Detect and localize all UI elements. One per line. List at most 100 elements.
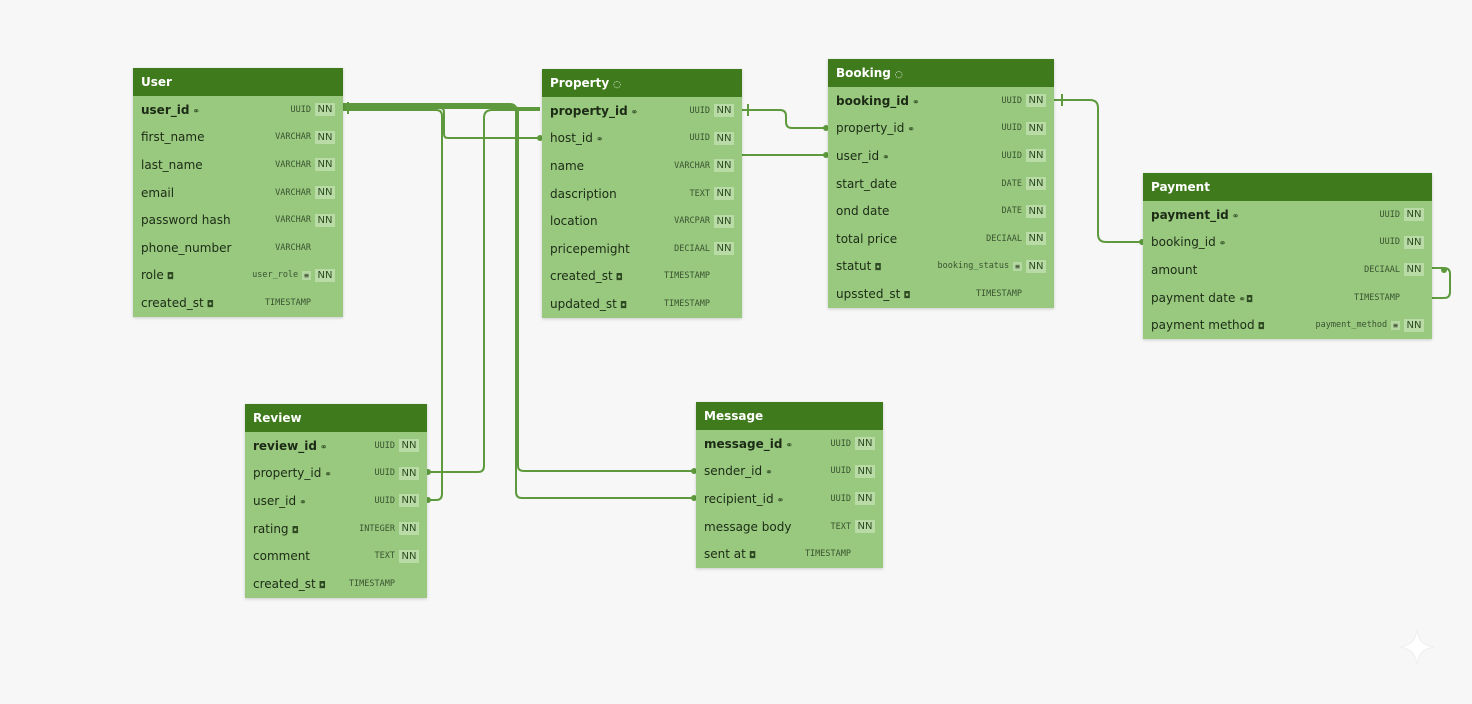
not-null-badge: NN [399, 494, 419, 508]
column-name: ond date [836, 204, 890, 219]
not-null-badge: NN [714, 104, 734, 118]
table-title: Booking [836, 66, 891, 80]
table-title: Review [253, 411, 302, 425]
column-type: TIMESTAMP [663, 271, 710, 282]
not-null-badge: NN [399, 439, 419, 453]
table-header-payment[interactable]: Payment [1143, 173, 1432, 201]
table-header-message[interactable]: Message [696, 402, 883, 430]
link-icon: ⚭ [765, 468, 773, 479]
not-null-badge: NN [1026, 94, 1046, 108]
link-icon: ⚭ [324, 470, 332, 481]
column-type: DECIAAL [1364, 264, 1400, 275]
note-icon: ◘ [166, 272, 174, 283]
not-null-badge: NN [399, 466, 419, 480]
column-row[interactable]: created_st◘TIMESTAMP [245, 570, 427, 598]
not-null-badge: NN [855, 464, 875, 478]
column-name: sent at [704, 547, 746, 562]
column-type: TIMESTAMP [663, 298, 710, 309]
column-row[interactable]: created_st◘TIMESTAMP [133, 289, 343, 317]
not-null-badge: NN [1026, 204, 1046, 218]
table-header-review[interactable]: Review [245, 404, 427, 432]
column-row[interactable]: sent at◘TIMESTAMP [696, 540, 883, 568]
column-name: comment [253, 549, 311, 564]
column-name: message_id [704, 436, 783, 451]
column-row[interactable]: payment method◘payment_method≡NN [1143, 311, 1432, 339]
link-note-icon: ⚭◘ [1238, 294, 1253, 305]
column-name: updated_st [550, 296, 617, 311]
column-name: pricepemight [550, 241, 630, 256]
column-row[interactable]: updated_st◘TIMESTAMP [542, 290, 742, 318]
not-null-badge: NN [714, 187, 734, 201]
table-header-property[interactable]: Property◌ [542, 69, 742, 97]
column-name: booking_id [1151, 235, 1216, 250]
column-name: location [550, 214, 598, 229]
column-type: UUID [374, 495, 395, 506]
column-name: rating [253, 521, 289, 536]
column-type: UUID [1379, 237, 1400, 248]
table-header-booking[interactable]: Booking◌ [828, 59, 1054, 87]
column-row[interactable]: created_st◘TIMESTAMP [542, 263, 742, 291]
column-type: UUID [1379, 209, 1400, 220]
column-name: property_id [253, 466, 322, 481]
not-null-badge: NN [315, 268, 335, 282]
column-type: VARCHAR [275, 132, 311, 143]
column-name: user_id [836, 148, 880, 163]
not-null-badge [1026, 293, 1046, 295]
table-title: Message [704, 409, 764, 423]
column-row[interactable]: payment date⚭◘TIMESTAMP [1143, 284, 1432, 312]
column-type: UUID [374, 440, 395, 451]
column-row[interactable]: statut◘booking_status≡NN [828, 253, 1054, 281]
column-row[interactable]: upssted_st◘TIMESTAMP [828, 280, 1054, 308]
table-header-user[interactable]: User [133, 68, 343, 96]
link-icon: ⚭ [882, 152, 890, 163]
column-name: booking_id [836, 93, 910, 108]
column-type: UUID [689, 105, 710, 116]
not-null-badge: NN [1404, 318, 1424, 332]
column-name: user_id [141, 102, 190, 117]
column-type: VARCPAR [674, 216, 710, 227]
link-icon: ⚭ [912, 97, 920, 108]
not-null-badge: NN [1026, 177, 1046, 191]
not-null-badge: NN [315, 186, 335, 200]
not-null-badge: NN [1404, 263, 1424, 277]
column-row[interactable]: role◘user_role≡NN [133, 262, 343, 290]
column-name: payment_id [1151, 207, 1229, 222]
enum-icon: ≡ [302, 270, 311, 280]
